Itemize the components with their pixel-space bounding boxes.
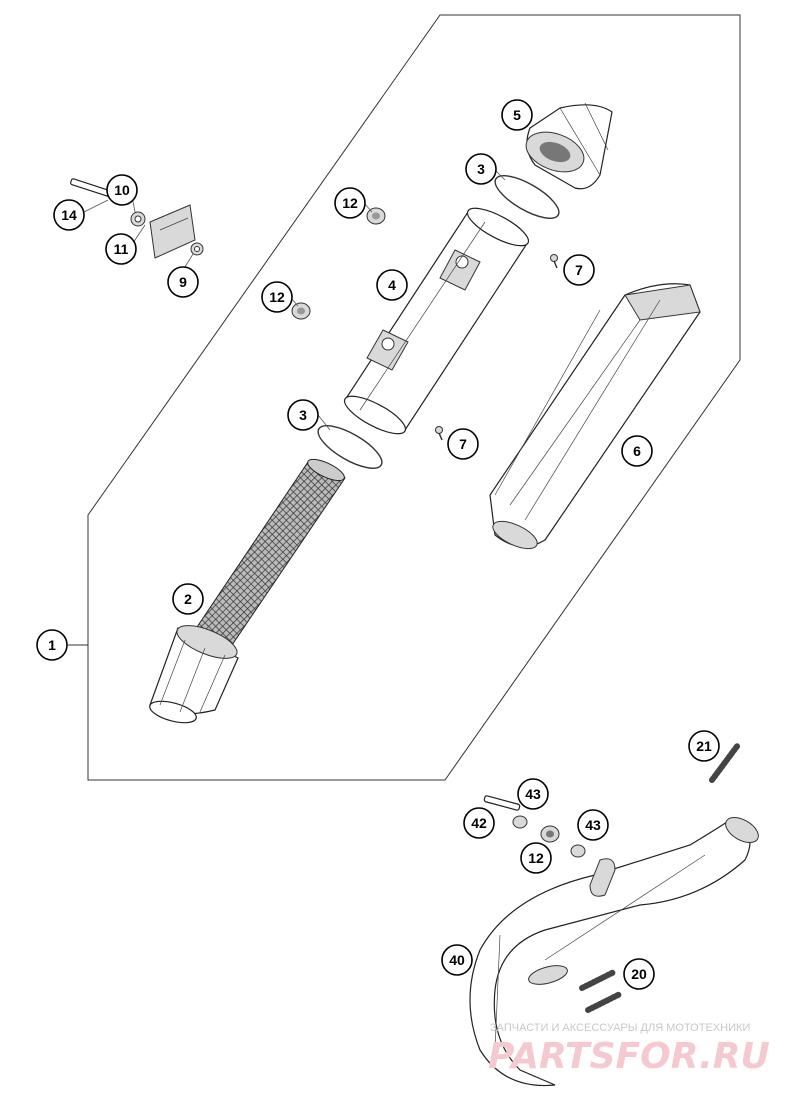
callout-20: 20 bbox=[623, 958, 655, 990]
callout-12-upper: 12 bbox=[334, 187, 366, 219]
svg-text:3: 3 bbox=[299, 407, 307, 423]
svg-text:43: 43 bbox=[585, 817, 601, 833]
callout-43-lower: 43 bbox=[577, 809, 609, 841]
callout-9: 9 bbox=[167, 266, 199, 298]
spring-lower-a bbox=[579, 969, 617, 991]
mounting-bracket-group bbox=[70, 178, 204, 259]
callout-6: 6 bbox=[621, 435, 653, 467]
o-ring-upper bbox=[494, 175, 560, 219]
svg-text:10: 10 bbox=[114, 182, 130, 198]
callout-1: 1 bbox=[36, 629, 68, 661]
svg-text:12: 12 bbox=[528, 850, 544, 866]
header-bolt bbox=[483, 795, 521, 811]
grommet-middle bbox=[291, 302, 311, 320]
callout-40: 40 bbox=[441, 944, 473, 976]
spring-lower-b bbox=[585, 991, 623, 1013]
svg-text:12: 12 bbox=[269, 289, 285, 305]
callout-21: 21 bbox=[688, 730, 720, 762]
silencer-inner-body bbox=[343, 207, 530, 435]
washer-lower bbox=[570, 844, 586, 858]
svg-text:14: 14 bbox=[61, 207, 77, 223]
watermark-logo: PARTSFOR.RU bbox=[488, 1036, 770, 1077]
washer-upper bbox=[512, 815, 528, 829]
o-ring-lower bbox=[317, 425, 383, 469]
callout-12-lower: 12 bbox=[520, 842, 552, 874]
svg-text:5: 5 bbox=[513, 107, 521, 123]
svg-text:43: 43 bbox=[525, 786, 541, 802]
watermark-tagline: ЗАПЧАСТИ И АКСЕССУАРЫ ДЛЯ МОТОТЕХНИКИ bbox=[490, 1022, 750, 1034]
svg-text:3: 3 bbox=[477, 161, 485, 177]
svg-text:20: 20 bbox=[631, 966, 647, 982]
svg-text:7: 7 bbox=[575, 262, 583, 278]
screw-upper bbox=[550, 254, 558, 269]
end-cap bbox=[525, 102, 613, 190]
callout-3-lower: 3 bbox=[287, 399, 319, 431]
perforated-core bbox=[194, 458, 346, 646]
svg-text:12: 12 bbox=[342, 195, 358, 211]
header-pipe bbox=[469, 817, 759, 1087]
callout-2: 2 bbox=[172, 583, 204, 615]
callout-7-lower: 7 bbox=[447, 428, 479, 460]
callout-11: 11 bbox=[105, 233, 137, 265]
callout-42: 42 bbox=[463, 807, 495, 839]
callout-4: 4 bbox=[376, 269, 408, 301]
callout-43-upper: 43 bbox=[517, 778, 549, 810]
silencer-outer-sleeve bbox=[489, 283, 701, 550]
assembly-outline bbox=[87, 14, 741, 781]
callout-7-upper: 7 bbox=[563, 254, 595, 286]
screw-lower bbox=[435, 426, 443, 441]
callout-12-middle: 12 bbox=[261, 281, 293, 313]
svg-text:7: 7 bbox=[459, 436, 467, 452]
callout-5: 5 bbox=[501, 99, 533, 131]
header-grommet bbox=[540, 825, 560, 843]
grommet-upper bbox=[366, 207, 386, 225]
svg-text:1: 1 bbox=[48, 637, 56, 653]
svg-text:42: 42 bbox=[471, 815, 487, 831]
svg-text:40: 40 bbox=[449, 952, 465, 968]
svg-text:9: 9 bbox=[179, 274, 187, 290]
svg-text:11: 11 bbox=[114, 241, 129, 257]
callout-10: 10 bbox=[106, 174, 138, 206]
spring-upper bbox=[709, 742, 741, 783]
inlet-cone bbox=[149, 625, 239, 724]
svg-text:4: 4 bbox=[388, 277, 396, 293]
svg-text:2: 2 bbox=[184, 591, 192, 607]
callout-14: 14 bbox=[53, 199, 85, 231]
callout-3-upper: 3 bbox=[465, 153, 497, 185]
svg-text:21: 21 bbox=[696, 738, 712, 754]
svg-text:6: 6 bbox=[633, 443, 641, 459]
